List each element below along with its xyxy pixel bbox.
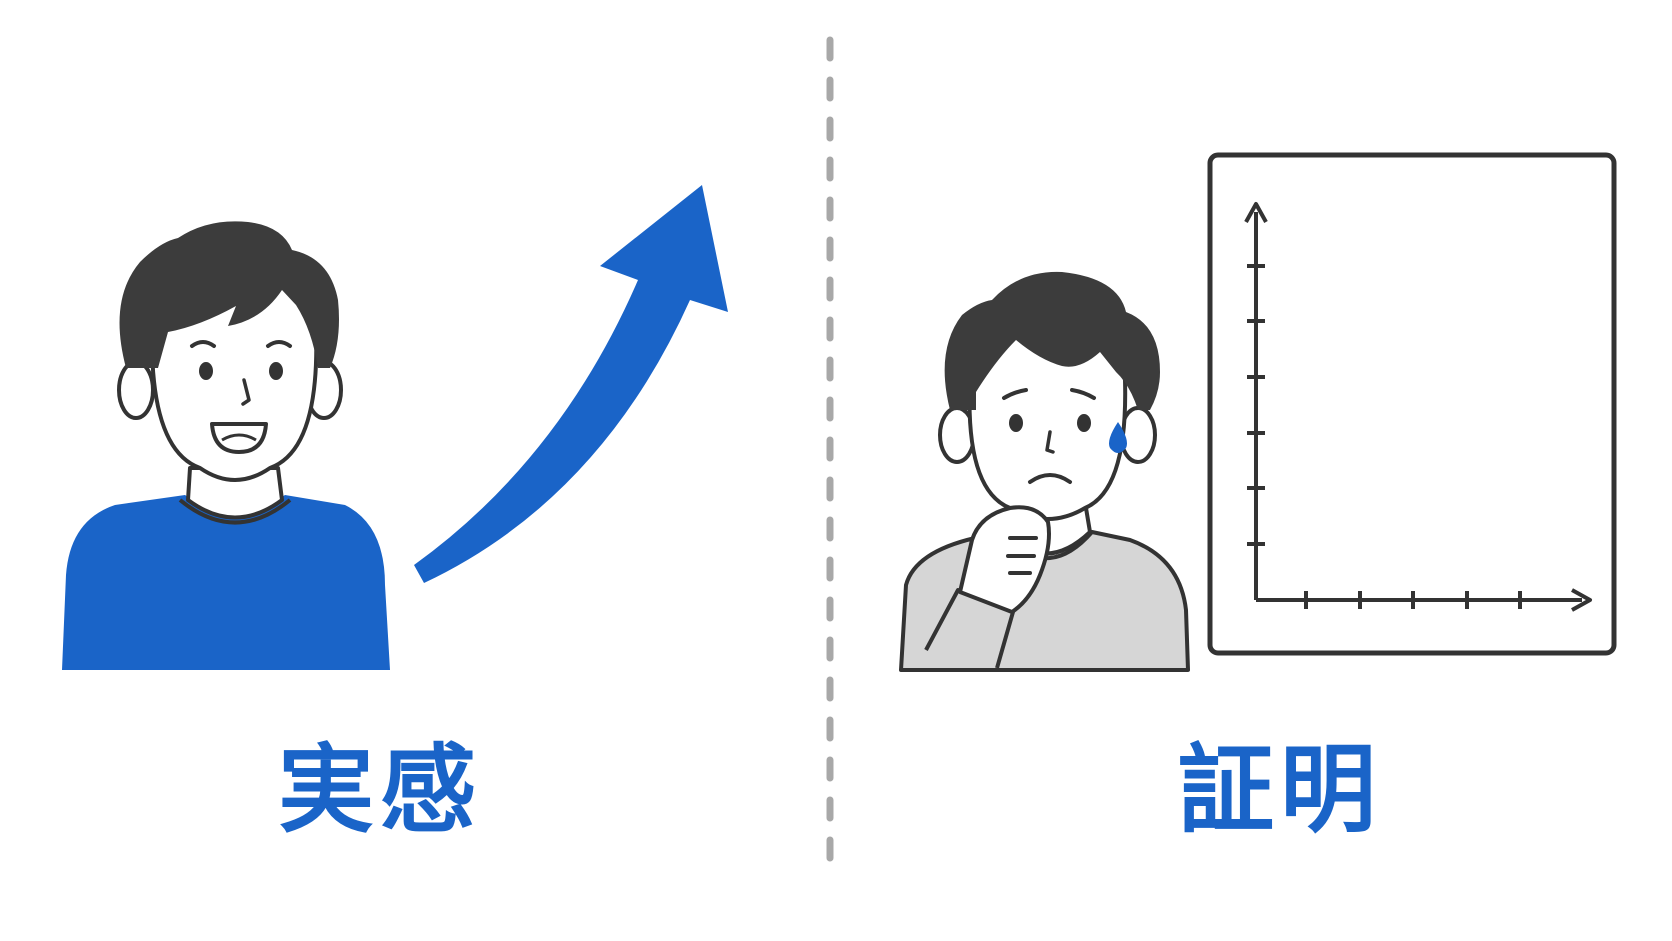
right-eye: [269, 362, 283, 380]
thinking-hand: [958, 505, 1051, 614]
right-eyebrow: [266, 340, 292, 348]
x-axis-arrowhead: [1571, 588, 1592, 612]
collar: [178, 498, 292, 525]
tongue: [221, 433, 257, 442]
right-eyebrow: [1070, 388, 1096, 400]
happy-person: [62, 221, 390, 670]
upward-curved-arrow-icon: [414, 185, 728, 583]
nose: [241, 378, 251, 406]
caption-right: 証明: [1178, 734, 1382, 846]
caption-left: 実感: [278, 734, 482, 846]
nose: [1045, 430, 1055, 454]
empty-axes-chart-icon: [1207, 152, 1617, 656]
neck: [186, 466, 284, 520]
worried-person: [899, 271, 1190, 672]
left-eyebrow: [190, 340, 216, 348]
blue-shirt: [62, 495, 390, 670]
sweat-drop-icon: [1109, 422, 1127, 453]
hair: [119, 221, 340, 368]
smiling-mouth: [210, 422, 268, 454]
frowning-mouth: [1028, 473, 1072, 484]
left-eyebrow: [1002, 388, 1028, 400]
hair: [944, 271, 1160, 410]
chart-frame: [1207, 152, 1617, 656]
left-eye: [1009, 414, 1023, 432]
left-ear: [117, 360, 155, 420]
right-eye: [1077, 414, 1091, 432]
y-axis-arrowhead: [1244, 202, 1268, 223]
left-eye: [199, 362, 213, 380]
